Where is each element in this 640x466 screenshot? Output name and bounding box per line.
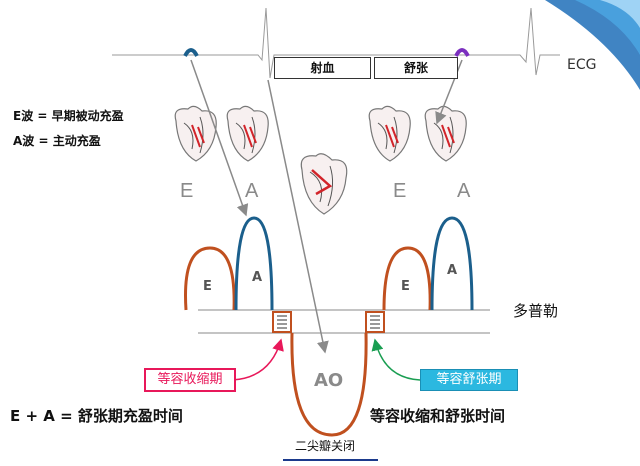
ecg-trace <box>112 7 560 79</box>
heart-icon-a-left <box>226 105 269 162</box>
e-wave-right <box>382 246 432 311</box>
e-wave-right-label: E <box>401 279 410 294</box>
isovolumic-times-label: 等容收缩和舒张时间 <box>370 407 506 425</box>
arrow-relaxation-callout <box>371 338 421 381</box>
heart-label-e-right: E <box>393 180 407 202</box>
ao-wave-label: AO <box>314 370 344 391</box>
heart-icon-systole <box>300 153 348 215</box>
e-wave-left-label: E <box>203 279 212 294</box>
heart-label-e-left: E <box>180 180 194 202</box>
doppler-label: 多普勒 <box>513 302 559 320</box>
arrow-ecg-to-ao <box>267 79 329 354</box>
legend-e-wave: E波 = 早期被动充盈 <box>13 109 124 123</box>
filling-time-formula: E + A = 舒张期充盈时间 <box>10 407 183 425</box>
phase-ejection: 射血 <box>274 57 371 79</box>
corner-decoration <box>545 0 640 90</box>
arrow-contraction-callout <box>231 338 284 381</box>
a-wave-left-label: A <box>252 270 263 285</box>
isovolumic-contraction-tag: 等容收缩期 <box>144 368 236 392</box>
heart-icon-a-right <box>424 105 467 162</box>
ecg-e-marker <box>183 48 199 57</box>
heart-icon-e-right <box>368 105 411 162</box>
ao-wave <box>290 332 368 437</box>
e-wave-left <box>184 246 236 311</box>
ecg-a-marker <box>454 48 470 57</box>
mitral-valve-closure-label: 二尖瓣关闭 <box>295 439 356 453</box>
legend-a-wave: A波 = 主动充盈 <box>13 134 101 148</box>
heart-icon-e-left <box>174 105 217 162</box>
ecg-label: ECG <box>567 57 597 73</box>
a-wave-right <box>430 216 474 311</box>
isovolumic-relaxation-box <box>365 311 385 333</box>
arrow-e-marker-to-a-wave <box>190 59 249 217</box>
isovolumic-relaxation-tag: 等容舒张期 <box>420 369 518 391</box>
phase-relaxation: 舒张 <box>374 57 458 79</box>
a-wave-left <box>234 216 274 311</box>
heart-label-a-left: A <box>245 180 259 202</box>
a-wave-right-label: A <box>447 263 458 278</box>
isovolumic-contraction-box <box>272 311 292 333</box>
heart-label-a-right: A <box>457 180 471 202</box>
